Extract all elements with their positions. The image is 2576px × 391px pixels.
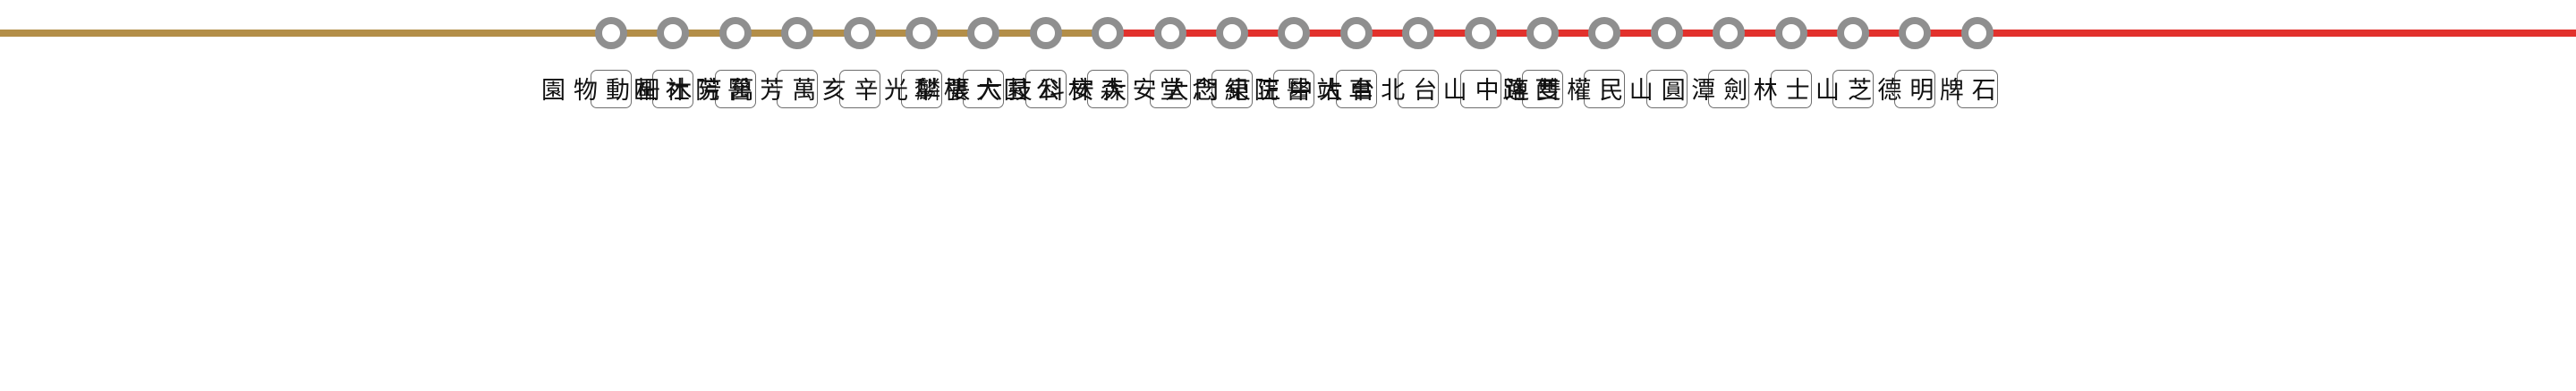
station-marker — [1650, 17, 1683, 49]
station-marker — [1402, 17, 1435, 49]
station-name-label: 明德 — [1873, 70, 1936, 108]
station-marker — [905, 17, 938, 49]
station-marker — [1153, 17, 1186, 49]
station-name-label: 士林 — [1749, 70, 1812, 108]
station-marker — [1339, 17, 1373, 49]
station-name-label: 芝山 — [1811, 70, 1874, 108]
station-name-label: 木柵 — [631, 70, 694, 108]
station-name-label: 科技大樓 — [939, 70, 1067, 108]
station-name-label: 動物園 — [537, 70, 632, 108]
station-name-label: 劍潭 — [1687, 70, 1750, 108]
station-name-label: 萬芳醫院 — [691, 70, 819, 108]
station-marker — [718, 17, 752, 49]
station-marker — [1216, 17, 1248, 49]
station-name-label: 六張犁 — [909, 70, 1005, 108]
station-marker — [1960, 17, 1994, 49]
station-name-label: 中山 — [1439, 70, 1501, 108]
station-marker — [1278, 17, 1311, 49]
station-marker — [1526, 17, 1559, 49]
station-marker — [1899, 17, 1932, 49]
brown-line-segment — [0, 30, 1109, 37]
station-name-label: 民權西路 — [1498, 70, 1626, 108]
station-name-label: 石牌 — [1935, 70, 1998, 108]
station-name-label: 中正紀念堂 — [1155, 70, 1315, 108]
station-name-label: 東門 — [1190, 70, 1253, 108]
station-name-label: 台大醫院 — [1250, 70, 1377, 108]
station-name-label: 大安森林公園 — [999, 70, 1191, 108]
station-name-label: 圓山 — [1625, 70, 1688, 108]
station-marker — [1774, 17, 1807, 49]
station-marker — [967, 17, 1000, 49]
station-name-label: 台北車站 — [1312, 70, 1440, 108]
station-marker — [843, 17, 876, 49]
station-name-label: 麟光 — [880, 70, 942, 108]
station-name-label: 雙連 — [1501, 70, 1563, 108]
station-marker — [657, 17, 690, 49]
station-name-label: 辛亥 — [818, 70, 880, 108]
station-marker — [1713, 17, 1746, 49]
station-marker — [1837, 17, 1869, 49]
station-name-label: 大安 — [1066, 70, 1129, 108]
station-marker — [1029, 17, 1062, 49]
station-name-label: 萬芳社區 — [629, 70, 756, 108]
station-marker — [1588, 17, 1621, 49]
station-marker — [1092, 17, 1125, 49]
station-marker — [1464, 17, 1497, 49]
station-marker — [781, 17, 814, 49]
station-marker — [595, 17, 627, 49]
